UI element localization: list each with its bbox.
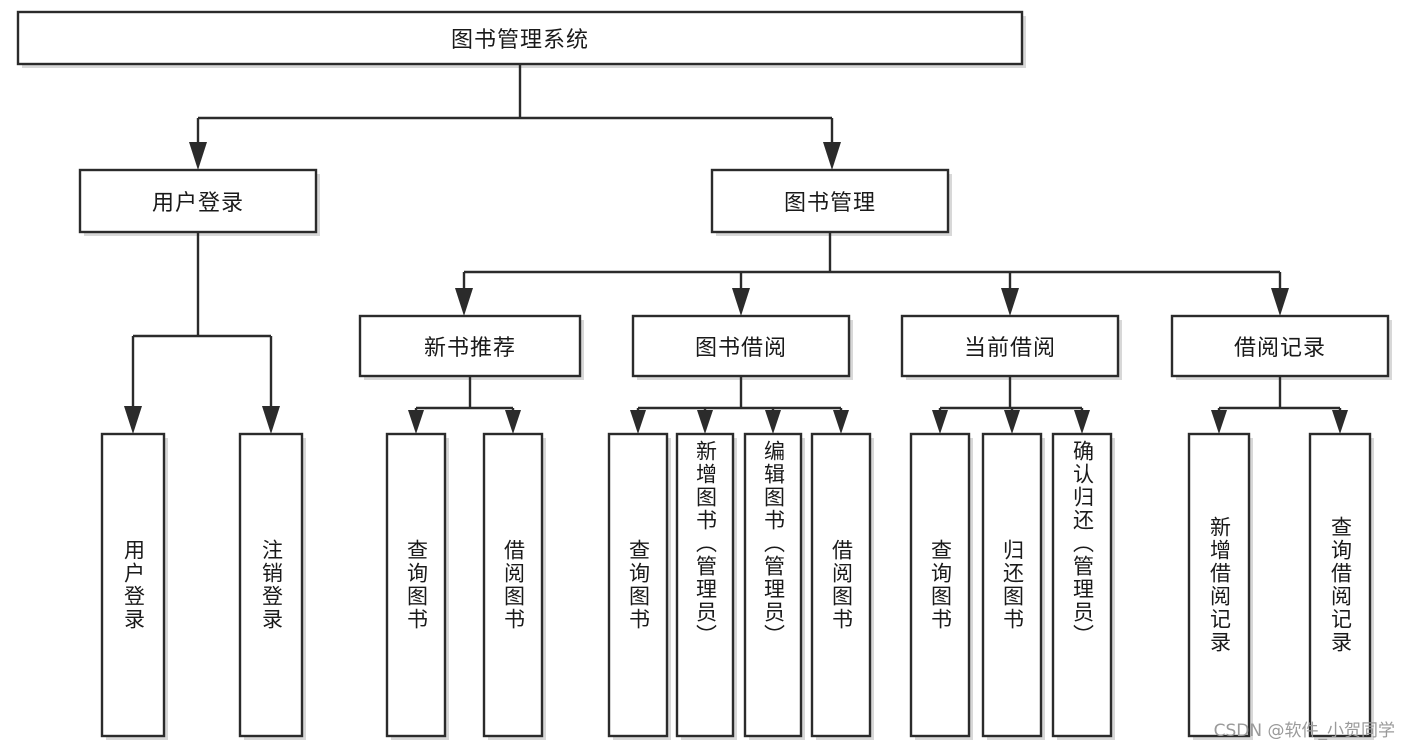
arrow-head-new-book <box>455 288 473 316</box>
leaf-node-edit-book-box[interactable] <box>743 432 803 738</box>
leaf-node-borrow-book-1[interactable] <box>482 432 546 740</box>
connectors-book-borrow-to-leaves <box>630 376 849 434</box>
leaf-node-return-book[interactable] <box>981 432 1045 740</box>
node-book-management-box[interactable] <box>710 168 950 234</box>
node-user-login-box[interactable] <box>78 168 318 234</box>
arrow-head-book-borrow <box>732 288 750 316</box>
node-current-borrow[interactable] <box>900 314 1122 380</box>
arrow-head-user-login <box>189 142 207 170</box>
leaf-node-query-book-1-box[interactable] <box>385 432 447 738</box>
node-book-borrow-box[interactable] <box>631 314 851 378</box>
node-new-book-recommend[interactable] <box>358 314 584 380</box>
leaf-node-add-record[interactable] <box>1187 432 1253 740</box>
arrow-head-leaf-user-login <box>124 406 142 434</box>
leaf-node-add-book[interactable] <box>675 432 737 740</box>
connectors-borrow-record-to-leaves <box>1211 376 1348 434</box>
arrow-head-leaf-query-record <box>1332 410 1348 434</box>
node-new-book-recommend-box[interactable] <box>358 314 582 378</box>
leaf-node-confirm-return-box[interactable] <box>1051 432 1113 738</box>
leaf-node-query-book-2-box[interactable] <box>607 432 669 738</box>
node-borrow-record[interactable] <box>1170 314 1392 380</box>
leaf-node-user-login-box[interactable] <box>100 432 166 738</box>
leaf-node-query-record-box[interactable] <box>1308 432 1372 738</box>
arrow-head-book-mgmt <box>823 142 841 170</box>
arrow-head-leaf-add-record <box>1211 410 1227 434</box>
leaf-node-borrow-book-1-box[interactable] <box>482 432 544 738</box>
leaf-node-return-book-box[interactable] <box>981 432 1043 738</box>
arrow-head-leaf-borrow-book-2 <box>833 410 849 434</box>
connectors-book-mgmt-to-level3 <box>455 232 1289 316</box>
arrow-head-leaf-query-book-2 <box>630 410 646 434</box>
node-current-borrow-box[interactable] <box>900 314 1120 378</box>
node-borrow-record-box[interactable] <box>1170 314 1390 378</box>
arrow-head-leaf-query-book-3 <box>932 410 948 434</box>
arrow-head-leaf-edit-book <box>765 410 781 434</box>
leaf-node-query-record[interactable] <box>1308 432 1374 740</box>
leaf-node-borrow-book-2[interactable] <box>810 432 874 740</box>
node-book-management[interactable] <box>710 168 952 236</box>
connectors-root-to-level2 <box>189 64 841 170</box>
connectors-new-book-to-leaves <box>408 376 521 434</box>
leaf-node-confirm-return[interactable] <box>1051 432 1115 740</box>
arrow-head-leaf-borrow-book-1 <box>505 410 521 434</box>
arrow-head-current-borrow <box>1001 288 1019 316</box>
connectors-current-borrow-to-leaves <box>932 376 1090 434</box>
arrow-head-leaf-return-book <box>1004 410 1020 434</box>
arrow-head-leaf-query-book-1 <box>408 410 424 434</box>
leaf-node-borrow-book-2-box[interactable] <box>810 432 872 738</box>
leaf-node-query-book-3[interactable] <box>909 432 973 740</box>
leaf-node-query-book-2[interactable] <box>607 432 671 740</box>
arrow-head-leaf-confirm-return <box>1074 410 1090 434</box>
node-book-borrow[interactable] <box>631 314 853 380</box>
arrow-head-leaf-logout <box>262 406 280 434</box>
leaf-node-user-login[interactable] <box>100 432 168 740</box>
arrow-head-leaf-add-book <box>697 410 713 434</box>
connectors-user-login-to-leaves <box>124 232 280 434</box>
node-user-login[interactable] <box>78 168 320 236</box>
node-root-box[interactable] <box>16 10 1024 66</box>
leaf-node-add-book-box[interactable] <box>675 432 735 738</box>
leaf-node-query-book-3-box[interactable] <box>909 432 971 738</box>
leaf-node-logout-box[interactable] <box>238 432 304 738</box>
leaf-node-query-book-1[interactable] <box>385 432 449 740</box>
leaf-node-edit-book[interactable] <box>743 432 805 740</box>
leaf-node-add-record-box[interactable] <box>1187 432 1251 738</box>
leaf-node-logout[interactable] <box>238 432 306 740</box>
node-root[interactable] <box>16 10 1026 68</box>
arrow-head-borrow-record <box>1271 288 1289 316</box>
